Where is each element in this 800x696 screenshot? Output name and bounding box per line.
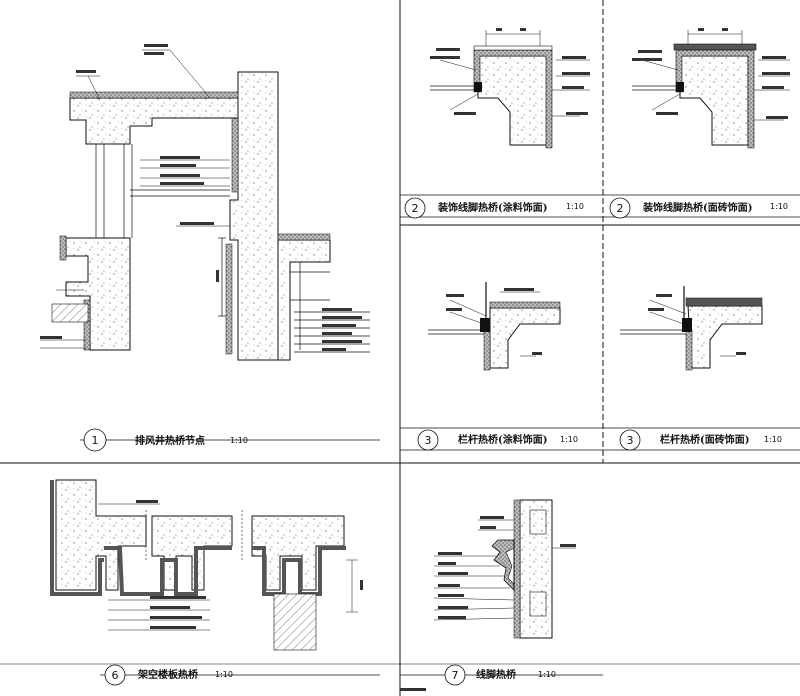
detail-7-drawing [400,499,576,691]
detail-2b-scale: 1:10 [770,202,788,211]
detail-2b-title: 装饰线脚热桥(面砖饰面) [642,201,752,214]
detail-2b-number: 2 [617,202,624,215]
detail-3a-title-block: 3 栏杆热桥(涂料饰面) 1:10 [400,427,603,451]
detail-1-number-bubble [83,428,107,452]
detail-7-number: 7 [452,669,459,682]
detail-6-scale: 1:10 [215,670,233,679]
detail-3a-title: 栏杆热桥(涂料饰面) [458,433,547,446]
detail-2b-title-block: 2 装饰线脚热桥(面砖饰面) 1:10 [603,194,800,219]
detail-3b-title: 栏杆热桥(面砖饰面) [660,433,749,446]
detail-3b-number: 3 [627,434,634,447]
detail-3b-scale: 1:10 [764,435,782,444]
detail-1-number: 1 [92,434,99,447]
detail-3b-title-block: 3 栏杆热桥(面砖饰面) 1:10 [603,427,800,451]
detail-2a-title: 装饰线脚热桥(涂料饰面) [437,201,547,214]
detail-2b-number-bubble [609,197,631,219]
detail-6-title: 架空楼板热桥 [137,668,199,681]
detail-6-number-bubble [104,664,126,686]
detail-2a-title-block: 2 装饰线脚热桥(涂料饰面) 1:10 [400,194,603,219]
detail-3b-drawing [620,286,763,371]
detail-3a-number: 3 [425,434,432,447]
detail-6-drawing [50,479,363,651]
detail-6-number: 6 [112,669,119,682]
detail-7-title: 线脚热桥 [476,668,517,681]
detail-7-scale: 1:10 [538,670,556,679]
detail-7-title-block: 7 线脚热桥 1:10 [400,664,603,686]
detail-2a-number-bubble [404,197,426,219]
detail-7-number-bubble [444,664,466,686]
detail-2b-drawing [632,28,790,149]
detail-3a-number-bubble [417,429,439,451]
detail-2a-number: 2 [412,202,419,215]
detail-3b-number-bubble [619,429,641,451]
detail-3a-drawing [428,282,561,371]
detail-1-drawing [40,44,370,361]
detail-6-title-block: 6 架空楼板热桥 1:10 [100,664,380,686]
detail-1-title-block: 1 排风井热桥节点 1:10 [80,428,380,452]
detail-3a-scale: 1:10 [560,435,578,444]
detail-2a-drawing [430,28,590,149]
detail-1-title: 排风井热桥节点 [135,434,205,447]
detail-2a-scale: 1:10 [566,202,584,211]
detail-1-scale: 1:10 [230,436,248,445]
